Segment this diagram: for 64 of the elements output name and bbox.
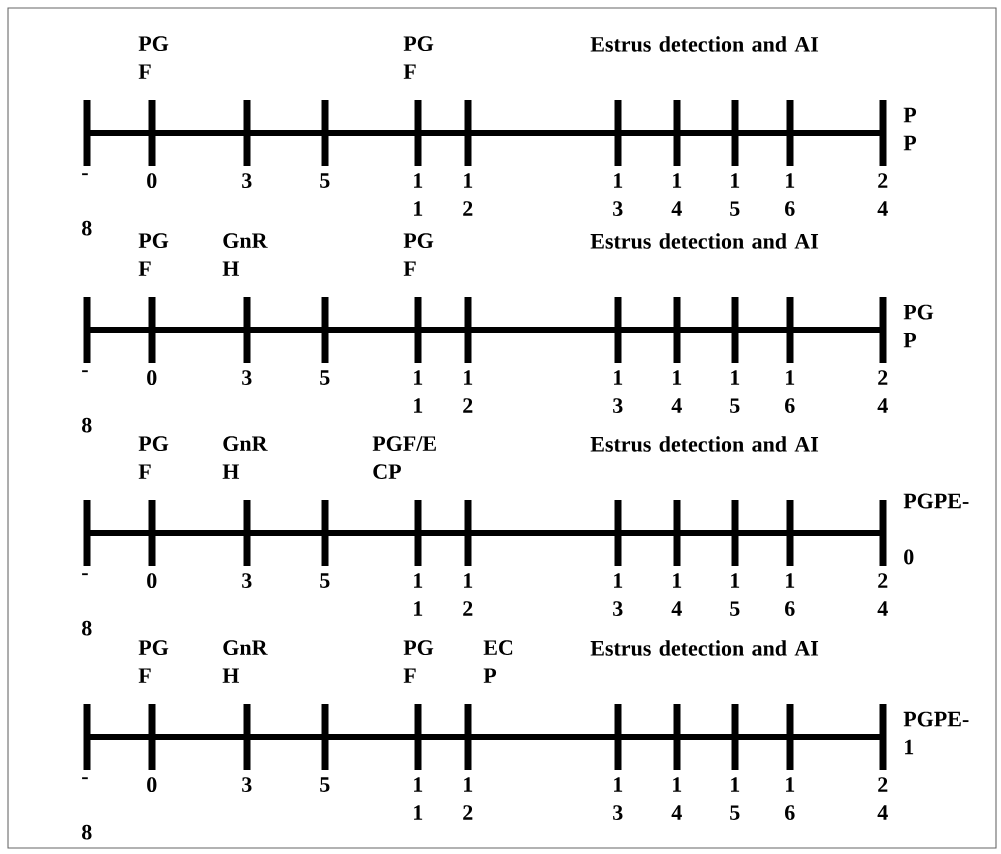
treatment-label: Estrus detection and AI [590,233,819,249]
treatment-label: PG F [403,640,434,683]
treatment-label: Estrus detection and AI [590,36,819,52]
day-number: 1 3 [613,573,623,616]
protocol-label: PGPE-1 [903,711,969,755]
day-number: 1 3 [613,173,623,216]
day-number: 1 1 [414,173,423,216]
day-number: 1 6 [785,370,795,413]
protocol-label: PG P [903,304,934,348]
day-number: 0 [147,573,157,589]
day-number: 2 4 [877,777,888,820]
treatment-label: PG F [403,36,434,79]
day-number: 1 2 [463,173,473,216]
treatment-label: Estrus detection and AI [590,436,819,452]
treatment-label: EC P [483,640,513,683]
day-number: 1 4 [671,173,682,216]
day-number: - 8 [82,573,92,636]
day-number: 1 4 [671,777,682,820]
day-number: 1 5 [730,173,740,216]
treatment-label: PG F [403,233,434,276]
day-number: 5 [320,573,330,588]
day-number: 5 [320,777,330,792]
day-number: 1 6 [785,173,795,216]
treatment-label: PG F [138,233,169,276]
day-number: 1 4 [671,370,682,413]
treatment-label: GnR H [222,640,268,683]
treatment-label: GnR H [222,233,268,276]
day-number: 1 3 [613,777,623,820]
day-number: 0 [147,173,157,189]
treatment-label: PG F [138,436,169,479]
day-number: 1 2 [463,370,473,413]
day-number: 1 5 [730,370,740,413]
day-number: 2 4 [877,573,888,616]
day-number: 1 2 [463,573,473,616]
day-number: 1 1 [414,777,423,820]
treatment-label: PG F [138,640,169,683]
treatment-label: PG F [138,36,169,79]
treatment-label: PGF/E CP [372,436,436,480]
day-number: 3 [242,777,252,793]
day-number: 0 [147,370,157,386]
day-number: 1 6 [785,777,795,820]
day-number: 5 [320,173,330,188]
treatment-label: GnR H [222,436,268,479]
day-number: - 8 [82,777,92,840]
day-number: 1 6 [785,573,795,616]
day-number: 3 [242,173,252,189]
day-number: - 8 [82,370,92,433]
day-number: 1 2 [463,777,473,820]
day-number: 1 1 [414,573,423,616]
day-number: 1 5 [730,573,740,616]
day-number: 3 [242,573,252,589]
treatment-label: Estrus detection and AI [590,640,819,656]
day-number: 3 [242,370,252,386]
day-number: 2 4 [877,370,888,413]
day-number: 0 [147,777,157,793]
protocol-label: PGPE- 0 [903,493,969,565]
day-number: - 8 [82,173,92,236]
day-number: 2 4 [877,173,888,216]
day-number: 5 [320,370,330,385]
day-number: 1 3 [613,370,623,413]
day-number: 1 4 [671,573,682,616]
day-number: 1 1 [414,370,423,413]
protocol-label: P P [903,107,917,151]
day-number: 1 5 [730,777,740,820]
